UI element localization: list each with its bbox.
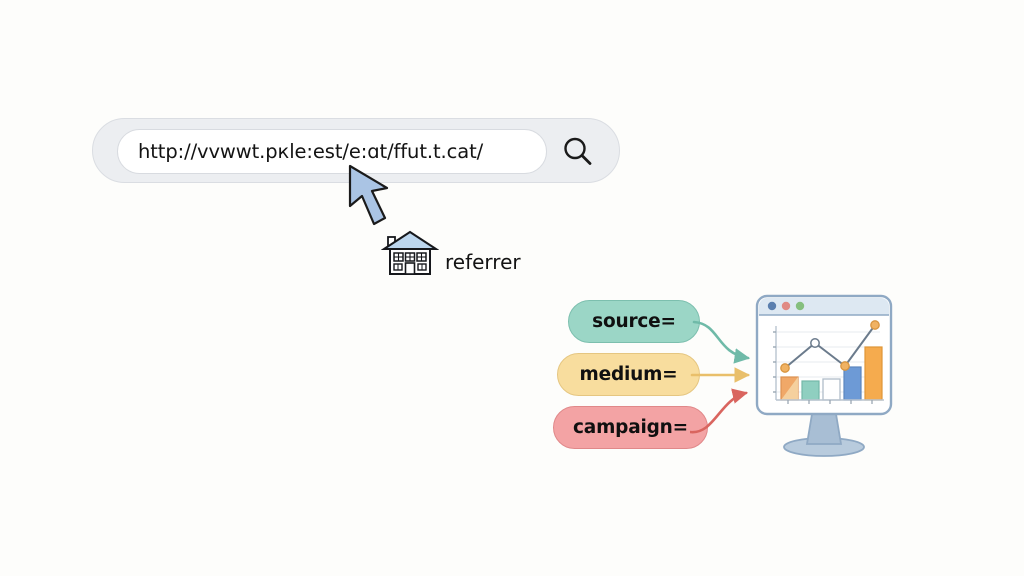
badge-connectors xyxy=(690,320,751,434)
monitor-stand-neck xyxy=(805,413,843,445)
dot-green-icon xyxy=(795,301,805,311)
chart-point-2 xyxy=(810,338,820,348)
dot-blue-icon xyxy=(767,301,777,311)
dot-red-icon xyxy=(781,301,791,311)
badge-source[interactable]: source= xyxy=(568,300,700,343)
chart-trend-line xyxy=(784,324,876,369)
search-icon[interactable] xyxy=(561,135,595,169)
badge-campaign[interactable]: campaign= xyxy=(553,406,708,449)
chart-point-1 xyxy=(780,363,790,373)
referrer-label: referrer xyxy=(445,250,521,274)
chart-bar-2 xyxy=(801,380,820,401)
chart-bar-4 xyxy=(843,366,862,401)
chart-point-4 xyxy=(870,320,880,330)
chart-plot-area xyxy=(773,320,884,404)
url-text: http://vvwwt.pкle:est/e:ɑt/ffut.t.cat/ xyxy=(138,140,484,163)
cursor-arrow-icon xyxy=(348,164,389,226)
monitor-titlebar xyxy=(759,298,889,315)
monitor-analytics-icon xyxy=(755,294,893,457)
badge-source-label: source= xyxy=(592,311,676,332)
search-bar[interactable]: http://vvwwt.pкle:est/e:ɑt/ffut.t.cat/ xyxy=(92,118,620,183)
connector-campaign xyxy=(690,388,749,434)
url-input[interactable]: http://vvwwt.pкle:est/e:ɑt/ffut.t.cat/ xyxy=(117,129,547,174)
badge-campaign-label: campaign= xyxy=(573,417,688,438)
chart-bar-5 xyxy=(864,346,883,401)
chart-point-3 xyxy=(840,361,850,371)
badge-medium-label: medium= xyxy=(579,364,678,385)
badge-medium[interactable]: medium= xyxy=(557,353,700,396)
connector-source xyxy=(692,320,751,364)
chart-bar-3 xyxy=(822,378,841,401)
house-icon xyxy=(381,230,439,275)
